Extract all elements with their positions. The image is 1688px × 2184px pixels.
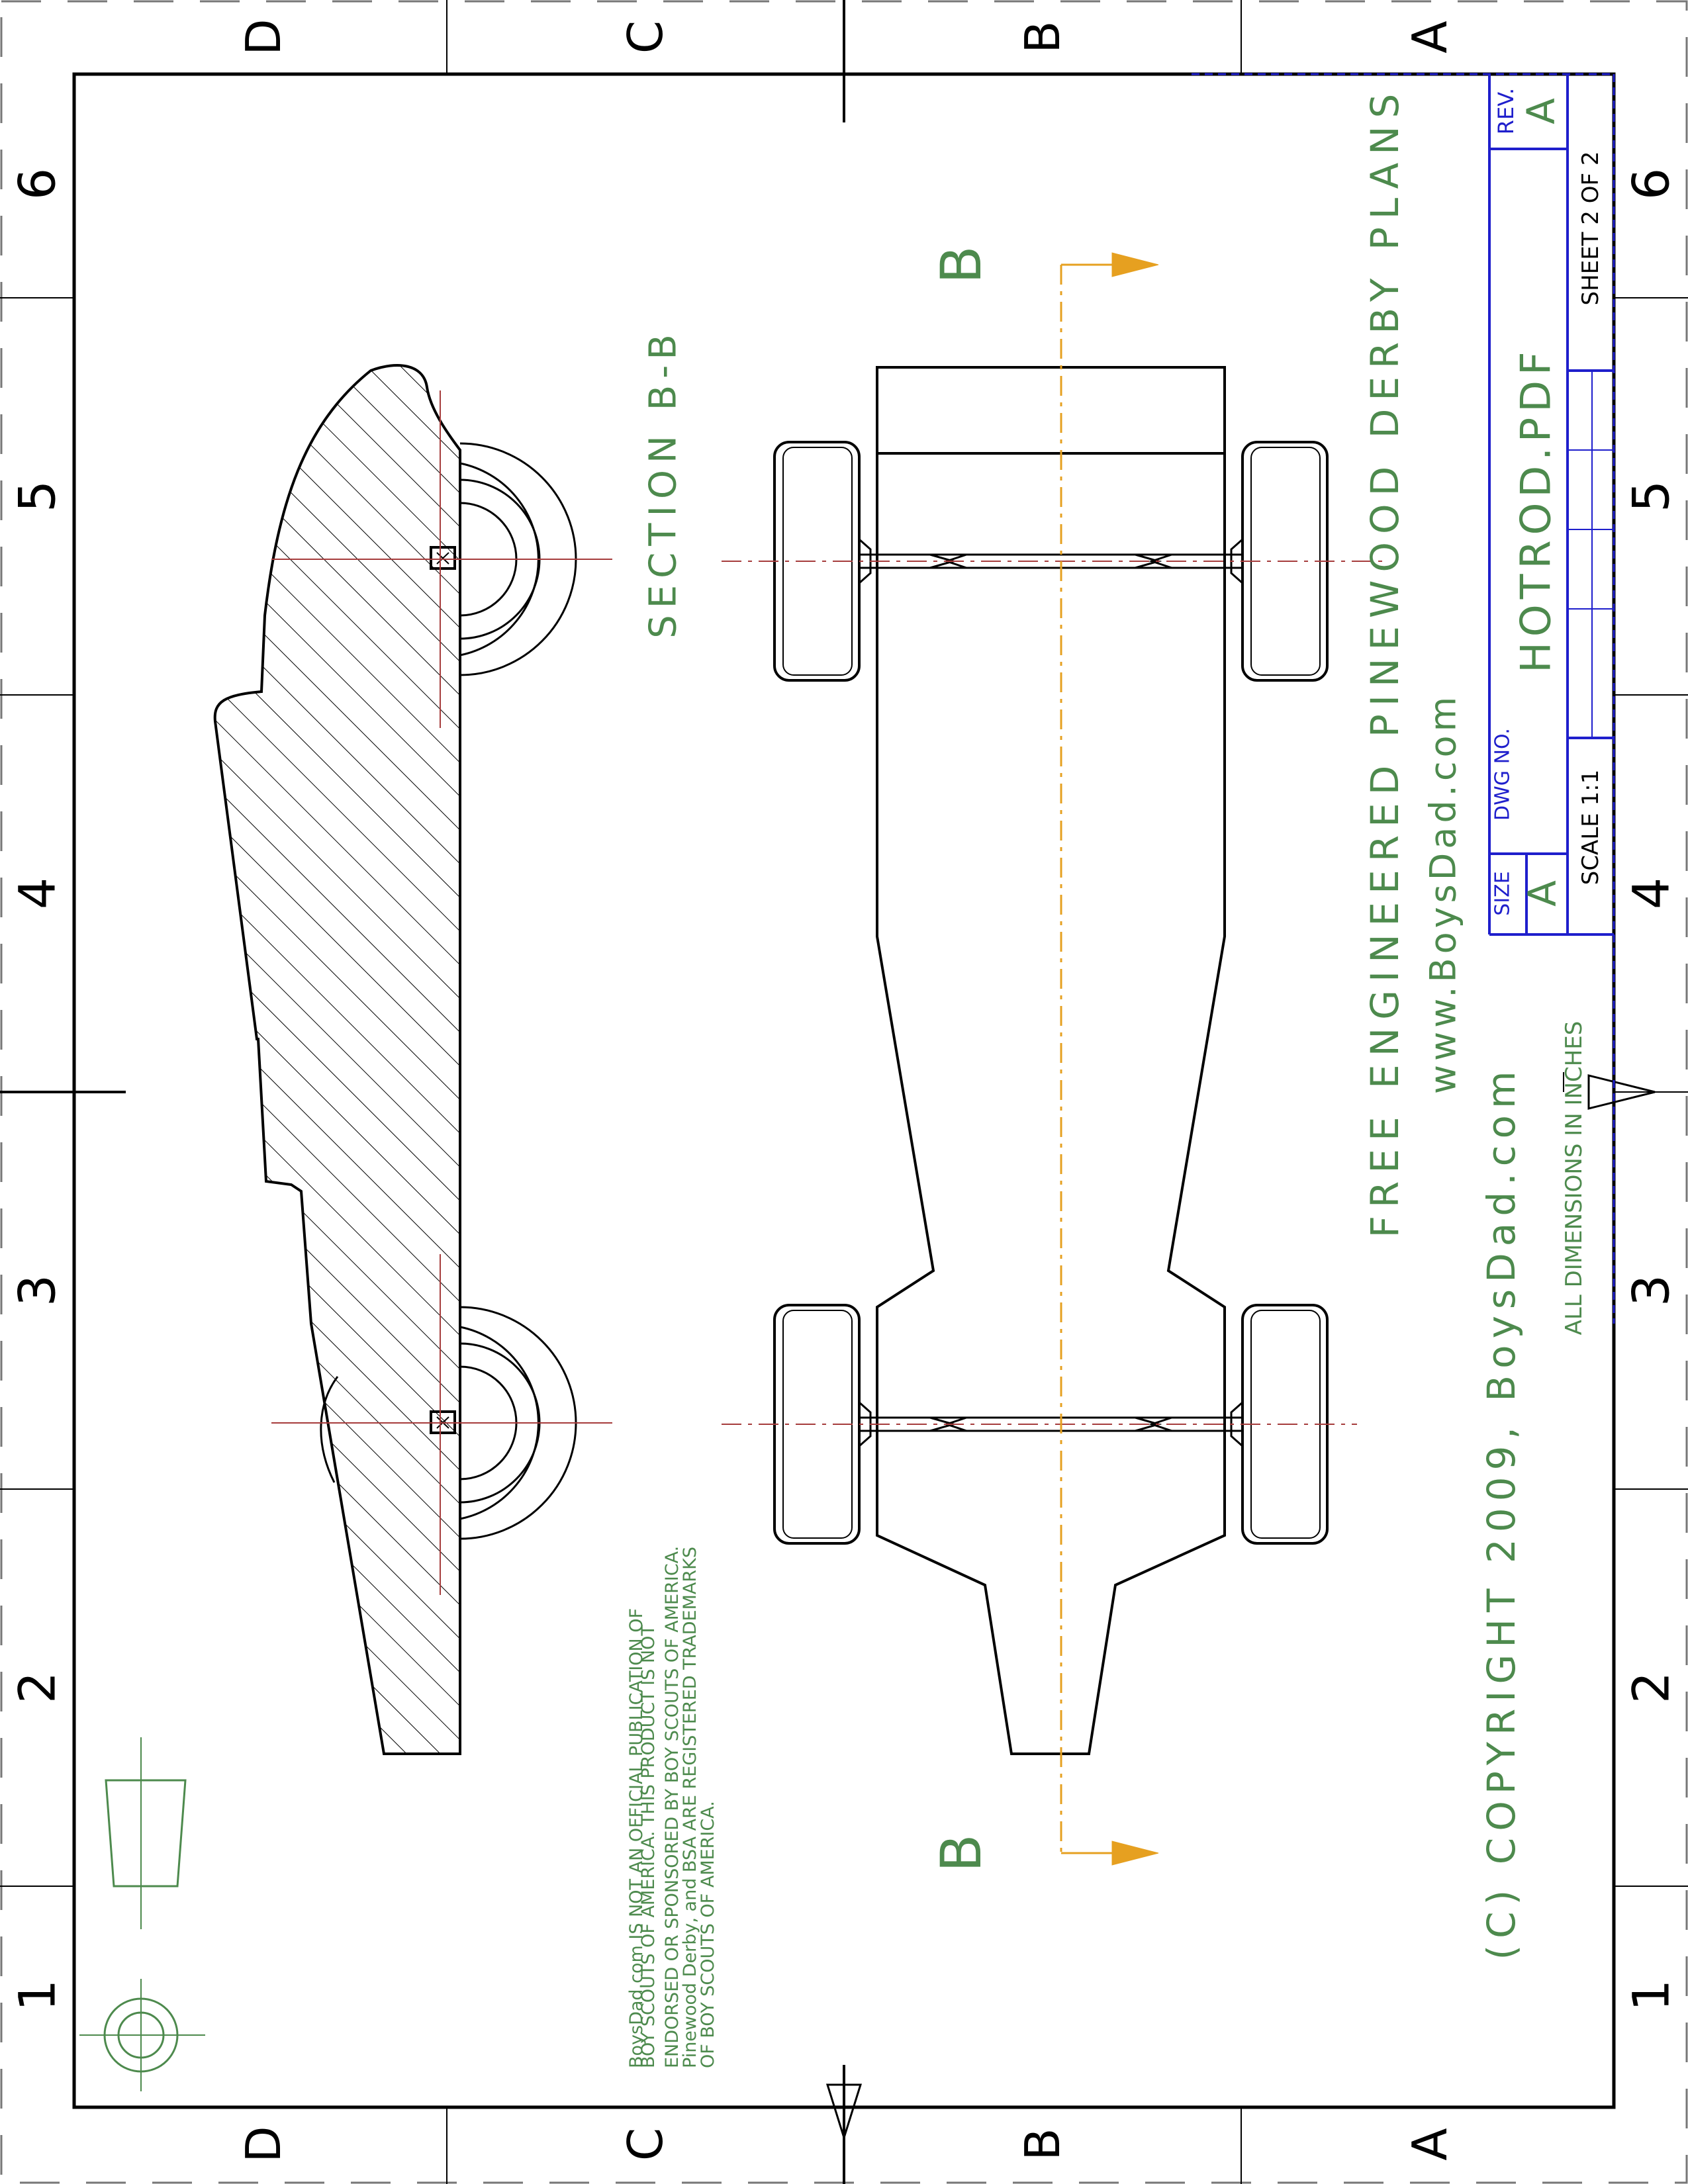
zone-number: 3	[1622, 1275, 1681, 1306]
zone-letters-top: D C B A	[236, 19, 1458, 55]
zone-letters-bottom: D C B A	[236, 2126, 1458, 2162]
zone-letter: B	[1015, 21, 1070, 53]
zone-letter: D	[236, 19, 291, 55]
dwg-no-label: DWG NO.	[1491, 728, 1515, 821]
scale-text: SCALE 1:1	[1577, 770, 1604, 886]
zone-numbers-left: 6 5 4 3 2 1	[8, 168, 67, 2011]
body-hatching	[214, 365, 460, 1754]
title-block-text: REV. A SHEET 2 OF 2 HOTROD.PDF SIZE A DW…	[1491, 88, 1605, 916]
copyright-text: (C) COPYRIGHT 2009, BoysDad.com	[1479, 1065, 1524, 1960]
top-view	[722, 252, 1383, 1866]
zone-letter: C	[618, 2128, 673, 2161]
size-value: A	[1520, 880, 1565, 907]
disclaimer: BoysDad.com IS NOT AN OFFICIAL PUBLICATI…	[626, 1546, 718, 2068]
side-view-section	[213, 364, 612, 1755]
section-marker-bottom: B	[929, 1834, 994, 1872]
zone-number: 2	[8, 1672, 67, 1704]
zone-number: 1	[1622, 1979, 1681, 2011]
disclaimer-line: BoysDad.com IS NOT AN OFFICIAL PUBLICATI…	[626, 1608, 647, 2068]
zone-number: 4	[1622, 878, 1681, 909]
rev-value: A	[1519, 98, 1564, 124]
section-marker-top: B	[929, 246, 994, 284]
website-url: www.BoysDad.com	[1423, 693, 1464, 1094]
car-body-outline	[213, 364, 461, 1755]
disclaimer-line: BOY SCOUTS OF AMERICA. THIS PRODUCT IS N…	[638, 1625, 659, 2068]
zone-letter: C	[618, 21, 673, 54]
disclaimer-line: OF BOY SCOUTS OF AMERICA.	[698, 1801, 718, 2068]
section-arrow-bottom	[1111, 1841, 1159, 1866]
plans-title: FREE ENGINEERED PINEWOOD DERBY PLANS	[1362, 86, 1407, 1238]
zone-number: 5	[8, 480, 67, 512]
zone-number: 6	[1622, 168, 1681, 200]
zone-number: 3	[8, 1275, 67, 1306]
centering-arrow-right	[1587, 1074, 1656, 1110]
centering-arrow-bottom	[825, 2083, 863, 2142]
zone-number: 5	[1622, 480, 1681, 512]
zone-letter: A	[1402, 21, 1458, 53]
zone-letter: B	[1015, 2128, 1070, 2160]
disclaimer-line: ENDORSED OR SPONSORED BY BOY SCOUTS OF A…	[662, 1546, 682, 2068]
zone-numbers-right: 6 5 4 3 2 1	[1622, 168, 1681, 2011]
section-line-b-b	[1060, 252, 1159, 1866]
sheet-number: SHEET 2 OF 2	[1577, 152, 1604, 306]
zone-number: 1	[8, 1979, 67, 2011]
dimensions-note: ALL DIMENSIONS IN INCHES	[1561, 1021, 1587, 1336]
zone-letter: D	[236, 2126, 291, 2162]
car-body-top-outline	[876, 366, 1226, 1755]
zone-number: 4	[8, 878, 67, 909]
drawing-name: HOTROD.PDF	[1512, 346, 1560, 672]
zone-number: 2	[1622, 1672, 1681, 1704]
title-block	[1192, 73, 1615, 1324]
zone-number: 6	[8, 168, 67, 200]
rev-label: REV.	[1493, 88, 1519, 134]
size-label: SIZE	[1491, 871, 1515, 915]
axle-block	[430, 546, 456, 570]
zone-letter: A	[1402, 2128, 1458, 2160]
section-title: SECTION B-B	[642, 328, 685, 639]
disclaimer-line: Pinewood Derby, and BSA ARE REGISTERED T…	[680, 1547, 700, 2068]
section-arrow-top	[1111, 252, 1159, 277]
projection-symbol	[79, 1737, 205, 2091]
